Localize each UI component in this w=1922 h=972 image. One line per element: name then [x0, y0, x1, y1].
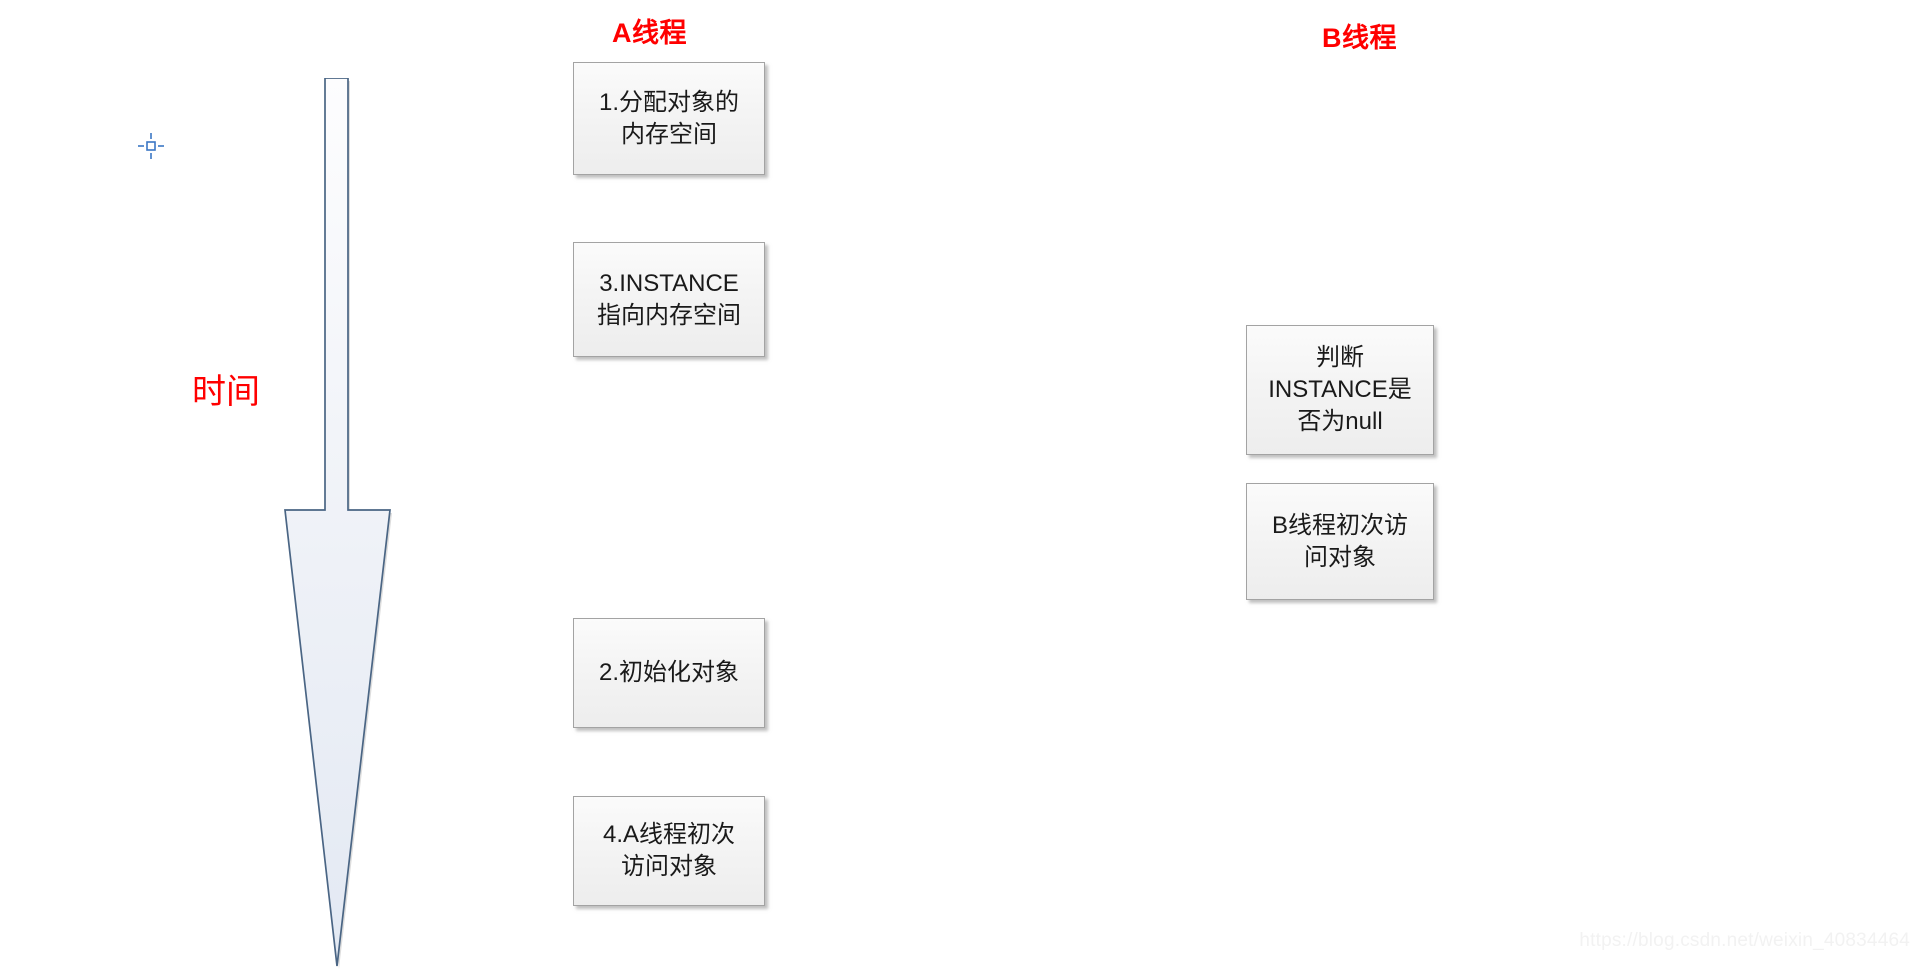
process-box-allocate-memory[interactable]: 1.分配对象的 内存空间	[573, 62, 765, 175]
thread-b-header: B线程	[1322, 23, 1397, 53]
process-box-instance-point-memory[interactable]: 3.INSTANCE 指向内存空间	[573, 242, 765, 357]
process-box-thread-b-first-access[interactable]: B线程初次访 问对象	[1246, 483, 1434, 600]
process-box-thread-a-first-access[interactable]: 4.A线程初次 访问对象	[573, 796, 765, 906]
time-direction-arrow	[280, 77, 400, 972]
process-box-check-instance-null[interactable]: 判断 INSTANCE是 否为null	[1246, 325, 1434, 455]
anchor-handle-icon	[136, 131, 166, 161]
time-axis-label: 时间	[192, 373, 260, 411]
thread-a-header: A线程	[612, 18, 687, 48]
watermark-text: https://blog.csdn.net/weixin_40834464	[1579, 930, 1910, 951]
process-box-initialize-object[interactable]: 2.初始化对象	[573, 618, 765, 728]
